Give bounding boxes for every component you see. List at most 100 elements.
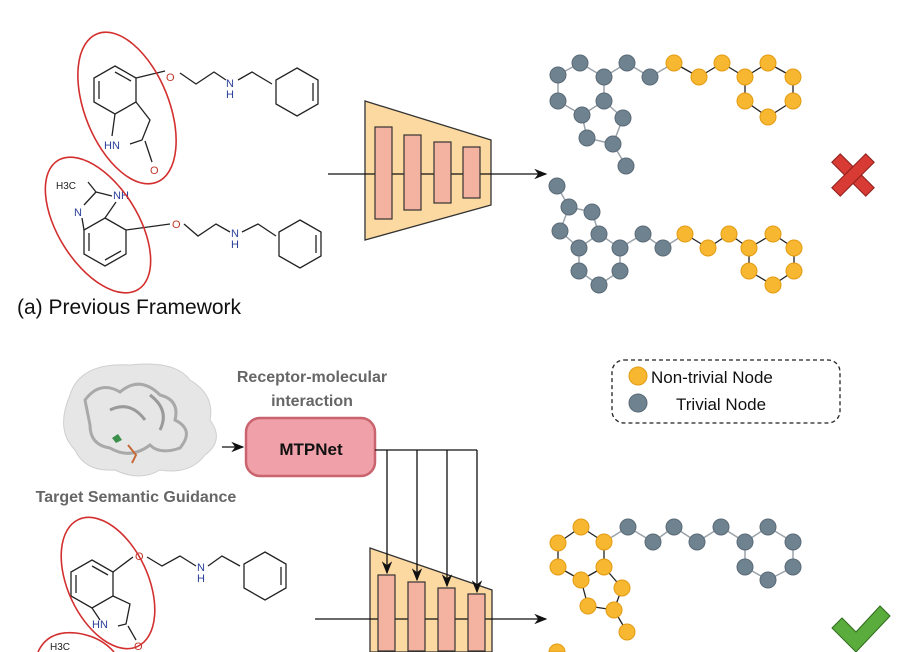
trivial-node	[641, 68, 659, 86]
non-trivial-node	[618, 623, 636, 641]
trivial-node	[573, 106, 591, 124]
trivial-node	[634, 225, 652, 243]
trivial-node	[611, 239, 629, 257]
trivial-node	[784, 533, 802, 551]
non-trivial-node	[572, 518, 590, 536]
graph-previous-1	[549, 54, 802, 175]
legend-non-trivial-label: Non-trivial Node	[651, 368, 773, 387]
non-trivial-node	[759, 108, 777, 126]
svg-text:N: N	[74, 207, 82, 219]
trivial-node	[590, 225, 608, 243]
mtpnet-label: MTPNet	[279, 440, 343, 459]
trivial-node	[570, 262, 588, 280]
protein-structure	[63, 363, 217, 477]
trivial-node	[570, 239, 588, 257]
svg-text:H: H	[231, 239, 239, 251]
non-trivial-node	[785, 239, 803, 257]
trivial-node	[551, 222, 569, 240]
encoder-previous	[328, 100, 548, 241]
graph-guided	[549, 518, 802, 641]
non-trivial-node	[720, 225, 738, 243]
non-trivial-node	[549, 558, 567, 576]
svg-text:O: O	[172, 219, 181, 231]
svg-text:O: O	[150, 165, 159, 177]
previous-framework-caption: (a) Previous Framework	[17, 296, 242, 319]
trivial-node	[617, 157, 635, 175]
trivial-node	[595, 92, 613, 110]
non-trivial-node	[740, 262, 758, 280]
interaction-label-line1: Receptor-molecular	[237, 369, 387, 386]
non-trivial-node	[699, 239, 717, 257]
trivial-node	[712, 518, 730, 536]
trivial-node	[614, 109, 632, 127]
svg-text:O: O	[166, 72, 175, 84]
trivial-node	[595, 68, 613, 86]
non-trivial-node	[759, 54, 777, 72]
trivial-node	[578, 129, 596, 147]
svg-text:HN: HN	[92, 619, 108, 631]
svg-text:N: N	[231, 228, 239, 240]
trivial-node	[571, 54, 589, 72]
non-trivial-node	[764, 276, 782, 294]
trivial-node	[736, 558, 754, 576]
non-trivial-node	[736, 92, 754, 110]
molecule-1: O NH HN O	[77, 31, 319, 185]
svg-text:HN: HN	[104, 140, 120, 152]
non-trivial-node-swatch	[628, 366, 648, 386]
non-trivial-node	[736, 68, 754, 86]
correct-icon	[831, 605, 891, 652]
svg-text:H: H	[197, 573, 205, 585]
trivial-node	[549, 66, 567, 84]
mtpnet-module: MTPNet	[244, 416, 377, 478]
wrong-icon	[831, 153, 875, 197]
trivial-node	[604, 135, 622, 153]
trivial-node	[619, 518, 637, 536]
non-trivial-node	[676, 225, 694, 243]
legend: Non-trivial Node Trivial Node	[611, 359, 841, 424]
non-trivial-node	[548, 643, 566, 652]
non-trivial-node	[595, 558, 613, 576]
trivial-node	[759, 571, 777, 589]
trivial-node	[736, 533, 754, 551]
non-trivial-node	[740, 239, 758, 257]
non-trivial-node	[572, 571, 590, 589]
trivial-node	[654, 239, 672, 257]
non-trivial-node	[713, 54, 731, 72]
non-trivial-node	[579, 597, 597, 615]
h3c-label: H3C	[56, 181, 76, 192]
non-trivial-node	[613, 579, 631, 597]
trivial-node	[590, 276, 608, 294]
trivial-node	[618, 54, 636, 72]
svg-text:N: N	[197, 562, 205, 574]
trivial-node	[549, 92, 567, 110]
trivial-node	[665, 518, 683, 536]
graph-previous-2	[548, 177, 803, 294]
encoder-guided	[315, 449, 548, 652]
molecule-3: O NH HN O H3C	[37, 516, 287, 652]
molecule-2: H3C NH N O NH	[44, 156, 322, 294]
non-trivial-node	[605, 601, 623, 619]
trivial-node	[784, 558, 802, 576]
trivial-node	[688, 533, 706, 551]
non-trivial-node	[785, 262, 803, 280]
target-semantic-guidance-label: Target Semantic Guidance	[36, 489, 237, 506]
legend-trivial-label: Trivial Node	[676, 395, 766, 414]
trivial-node	[611, 262, 629, 280]
non-trivial-node	[784, 68, 802, 86]
non-trivial-node	[665, 54, 683, 72]
svg-text:H3C: H3C	[50, 642, 70, 652]
non-trivial-node	[690, 68, 708, 86]
interaction-label-line2: interaction	[271, 393, 353, 410]
trivial-node	[583, 203, 601, 221]
non-trivial-node	[595, 533, 613, 551]
trivial-node	[759, 518, 777, 536]
non-trivial-node	[784, 92, 802, 110]
non-trivial-node	[549, 534, 567, 552]
svg-text:H: H	[226, 89, 234, 101]
trivial-node	[560, 198, 578, 216]
trivial-node	[644, 533, 662, 551]
trivial-node	[548, 177, 566, 195]
non-trivial-node	[764, 225, 782, 243]
svg-text:N: N	[226, 78, 234, 90]
